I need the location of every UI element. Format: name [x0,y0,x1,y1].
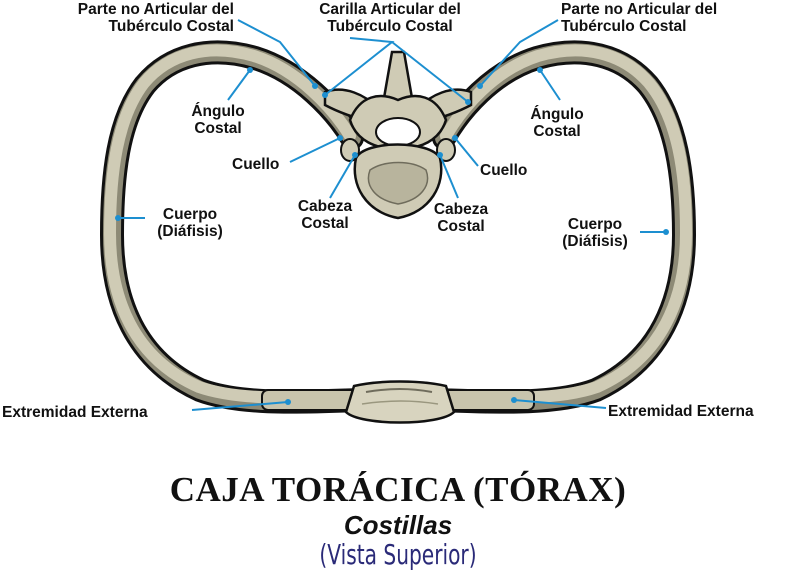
label-neck-left: Cuello [232,156,280,173]
label-non-articular-left: Parte no Articular del Tubérculo Costal [77,1,234,35]
label-end-right: Extremidad Externa [608,403,754,420]
label-angle-left: Ángulo Costal [191,103,245,137]
label-neck-right: Cuello [480,162,528,179]
right-rib [424,40,697,414]
diagram-view-label: (Vista Superior) [319,538,477,571]
costal-cartilage-ends [261,389,535,411]
label-articular-facet: Carilla Articular del Tubérculo Costal [319,1,461,35]
leader-lines [118,19,666,411]
label-head-right: Cabeza Costal [433,201,489,235]
label-non-articular-right: Parte no Articular del Tubérculo Costal [561,1,718,35]
vertebra [323,50,473,220]
diagram-title: CAJA TORÁCICA (TÓRAX) [169,470,627,509]
sternum [344,380,456,424]
leader-dots [115,67,669,405]
diagram-subtitle: Costillas [343,510,453,540]
left-rib [99,40,372,414]
label-angle-right: Ángulo Costal [530,106,584,140]
label-body-left: Cuerpo (Diáfisis) [157,206,223,240]
label-head-left: Cabeza Costal [297,198,353,232]
label-end-left: Extremidad Externa [2,404,148,421]
label-body-right: Cuerpo (Diáfisis) [562,216,628,250]
